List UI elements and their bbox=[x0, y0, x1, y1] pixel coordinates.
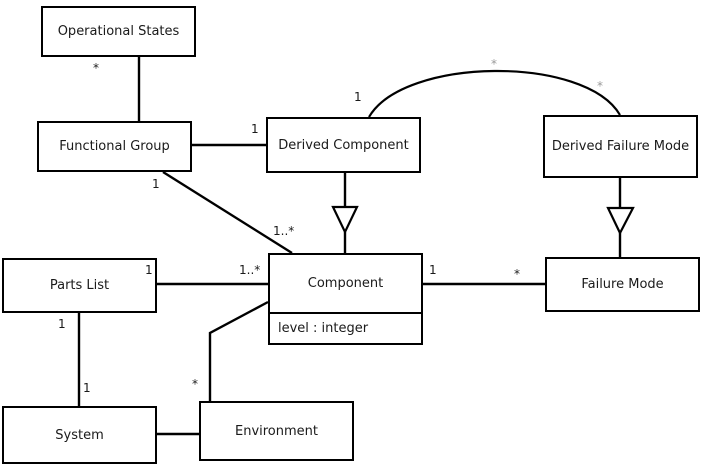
class-name-derived-failure-mode: Derived Failure Mode bbox=[551, 139, 690, 154]
generalization-triangle-derived-component bbox=[331, 205, 359, 235]
class-name-functional-group: Functional Group bbox=[59, 139, 170, 154]
edge-arc-derived-component-derived-failure-mode bbox=[368, 69, 621, 118]
multiplicity-functional-group-derived-component-end: 1 bbox=[251, 122, 259, 136]
class-box-operational-states[interactable]: Operational States bbox=[41, 6, 196, 57]
multiplicity-parts-list-system-target-end: 1 bbox=[83, 381, 91, 395]
class-name-operational-states: Operational States bbox=[57, 24, 180, 39]
multiplicity-parts-list-system-source-end: 1 bbox=[58, 317, 66, 331]
class-name-component: Component bbox=[307, 276, 384, 291]
class-box-system[interactable]: System bbox=[2, 406, 157, 464]
edge-environment-component bbox=[208, 300, 269, 401]
class-name-system: System bbox=[55, 427, 104, 443]
multiplicity-component-failure-mode-source-end: 1 bbox=[429, 263, 437, 277]
class-name-failure-mode: Failure Mode bbox=[581, 277, 664, 292]
class-box-failure-mode[interactable]: Failure Mode bbox=[545, 257, 700, 312]
class-box-parts-list[interactable]: Parts List bbox=[2, 258, 157, 313]
class-name-environment: Environment bbox=[234, 423, 318, 439]
class-name-parts-list: Parts List bbox=[49, 278, 110, 293]
multiplicity-arc-derived-failure-mode-end: * bbox=[597, 79, 603, 93]
class-name-derived-component: Derived Component bbox=[278, 137, 409, 153]
class-attribute-component-level: level : integer bbox=[270, 312, 421, 343]
multiplicity-arc-derived-component-end: 1 bbox=[354, 90, 362, 104]
class-box-derived-component[interactable]: Derived Component bbox=[266, 117, 421, 173]
class-box-environment[interactable]: Environment bbox=[199, 401, 354, 461]
multiplicity-component-failure-mode-target-end: * bbox=[514, 267, 520, 281]
multiplicity-functional-group-component-target-end: 1..* bbox=[273, 224, 295, 238]
multiplicity-parts-list-component-source-end: 1 bbox=[145, 263, 153, 277]
class-box-component[interactable]: Component level : integer bbox=[268, 253, 423, 345]
multiplicity-environment-component-end: * bbox=[192, 377, 198, 391]
multiplicity-functional-group-component-source-end: 1 bbox=[152, 177, 160, 191]
generalization-triangle-derived-failure-mode bbox=[606, 206, 635, 236]
edge-functional-group-component bbox=[162, 170, 293, 255]
class-box-functional-group[interactable]: Functional Group bbox=[37, 121, 192, 172]
class-box-derived-failure-mode[interactable]: Derived Failure Mode bbox=[543, 115, 698, 178]
multiplicity-operational-states-end: * bbox=[93, 61, 99, 75]
multiplicity-parts-list-component-target-end: 1..* bbox=[239, 263, 261, 277]
multiplicity-arc-apex: * bbox=[491, 57, 497, 71]
